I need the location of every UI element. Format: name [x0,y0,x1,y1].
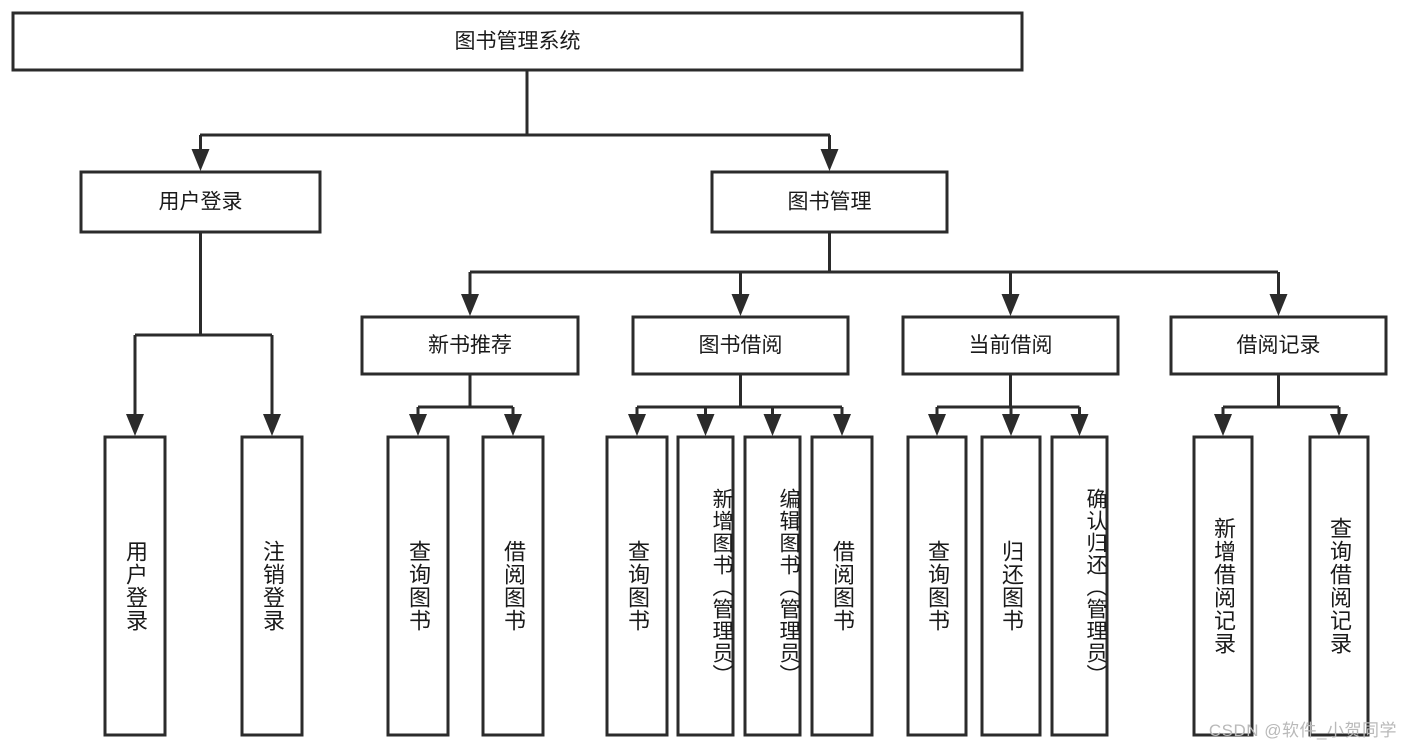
node-current-borrow-label: 当前借阅 [969,334,1053,357]
node-book-borrow[interactable] [631,315,850,376]
arrow-down-icon-leaf-edit-book [763,414,782,436]
node-book-management-label: 图书管理 [788,191,872,214]
leaf-node-leaf-edit-book[interactable] [743,435,802,737]
arrow-down-icon-leaf-user-login [126,414,144,436]
arrow-down-icon-leaf-borrow-book-2 [833,414,851,436]
node-new-book-recommend-label: 新书推荐 [428,334,512,357]
root-node-book-management-system-label: 图书管理系统 [455,30,581,53]
node-new-book-recommend[interactable] [360,315,580,376]
leaf-node-leaf-return-book[interactable] [980,435,1042,737]
root-node-book-management-system[interactable] [11,11,1024,72]
leaf-node-leaf-confirm-return[interactable] [1050,435,1109,737]
arrow-down-icon-book-borrow [731,294,750,316]
node-book-borrow-label: 图书借阅 [699,334,783,357]
leaf-node-leaf-add-book[interactable] [676,435,735,737]
arrow-down-icon-leaf-query-book-3 [928,414,946,436]
arrow-down-icon-leaf-borrow-book-1 [504,414,522,436]
arrow-down-icon-current-borrow [1001,294,1020,316]
arrow-down-icon-leaf-logout [263,414,281,436]
node-user-login-label: 用户登录 [159,191,243,214]
arrow-down-icon-new-book-recommend [461,294,479,316]
leaf-node-leaf-user-login[interactable] [103,435,167,737]
leaf-node-leaf-add-record[interactable] [1192,435,1254,737]
arrow-down-icon-leaf-query-book-1 [409,414,427,436]
arrow-down-icon-leaf-confirm-return [1070,414,1089,436]
node-user-login[interactable] [79,170,322,234]
leaf-node-leaf-borrow-book-1[interactable] [481,435,545,737]
arrow-down-icon-leaf-return-book [1002,414,1020,436]
arrow-down-icon-user-login [191,149,210,171]
leaf-node-leaf-query-book-2[interactable] [605,435,669,737]
arrow-down-icon-book-management [820,149,839,171]
connector-layer [126,70,1348,436]
node-current-borrow[interactable] [901,315,1120,376]
node-book-management[interactable] [710,170,949,234]
arrow-down-icon-leaf-query-book-2 [628,414,646,436]
leaf-node-leaf-query-book-3[interactable] [906,435,968,737]
leaf-node-leaf-query-book-1[interactable] [386,435,450,737]
arrow-down-icon-leaf-query-record [1330,414,1348,436]
arrow-down-icon-leaf-add-record [1214,414,1232,436]
leaf-node-leaf-query-record[interactable] [1308,435,1370,737]
arrow-down-icon-leaf-add-book [696,414,715,436]
node-borrow-records[interactable] [1169,315,1388,376]
box-layer [11,11,1388,737]
leaf-node-leaf-borrow-book-2[interactable] [810,435,874,737]
node-borrow-records-label: 借阅记录 [1237,334,1321,357]
watermark: CSDN @软件_小贺同学 [1208,721,1397,740]
arrow-down-icon-borrow-records [1269,294,1288,316]
leaf-node-leaf-logout[interactable] [240,435,304,737]
